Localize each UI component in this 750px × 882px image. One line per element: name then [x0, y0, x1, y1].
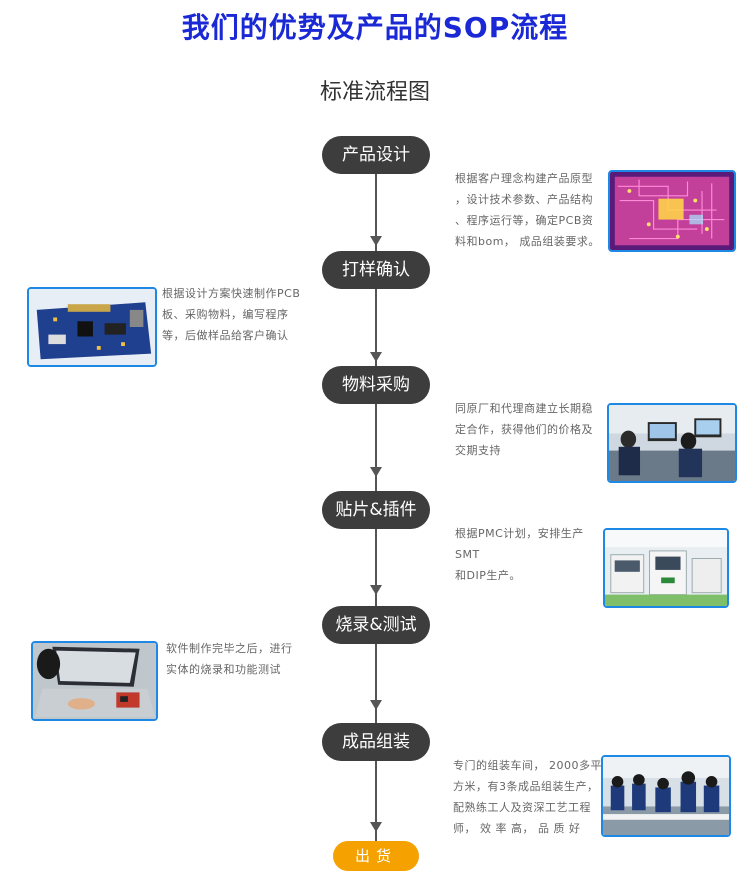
step-smt-dip-desc: 根据PMC计划，安排生产SMT 和DIP生产。: [455, 527, 584, 582]
smt-machine-image: [603, 528, 729, 608]
flow-arrow: [370, 585, 382, 595]
step-product-design-desc: 根据客户理念构建产品原型 ，设计技术参数、产品结构 、程序运行等，确定PCB资 …: [455, 172, 600, 248]
page-title: 我们的优势及产品的SOP流程: [181, 11, 569, 44]
assembly-line-image: [601, 755, 731, 837]
flowchart-subtitle: 标准流程图: [319, 80, 430, 105]
pcb-design-image: [608, 170, 736, 252]
step-burn-test-desc: 软件制作完毕之后，进行 实体的烧录和功能测试: [166, 642, 293, 676]
flow-arrow: [370, 467, 382, 477]
step-material-purchase: 物料采购: [322, 366, 430, 404]
step-product-design: 产品设计: [322, 136, 430, 174]
flow-arrow: [370, 352, 382, 362]
flow-arrow: [370, 236, 382, 246]
circuit-board-image: [27, 287, 157, 367]
step-shipping: 出货: [333, 841, 419, 871]
office-workers-image: [607, 403, 737, 483]
step-assembly-desc: 专门的组装车间， 2000多平 方米，有3条成品组装生产， 配熟练工人及资深工艺…: [453, 759, 602, 835]
step-sample-confirm-desc: 根据设计方案快速制作PCB 板、采购物料，编写程序 等，后做样品给客户确认: [162, 287, 301, 342]
laptop-testing-image: [31, 641, 158, 721]
step-sample-confirm: 打样确认: [322, 251, 430, 289]
flow-arrow: [370, 822, 382, 832]
step-burn-test: 烧录&测试: [322, 606, 430, 644]
step-material-purchase-desc: 同原厂和代理商建立长期稳 定合作，获得他们的价格及 交期支持: [455, 402, 593, 457]
step-smt-dip: 贴片&插件: [322, 491, 430, 529]
step-assembly: 成品组装: [322, 723, 430, 761]
flow-arrow: [370, 700, 382, 710]
